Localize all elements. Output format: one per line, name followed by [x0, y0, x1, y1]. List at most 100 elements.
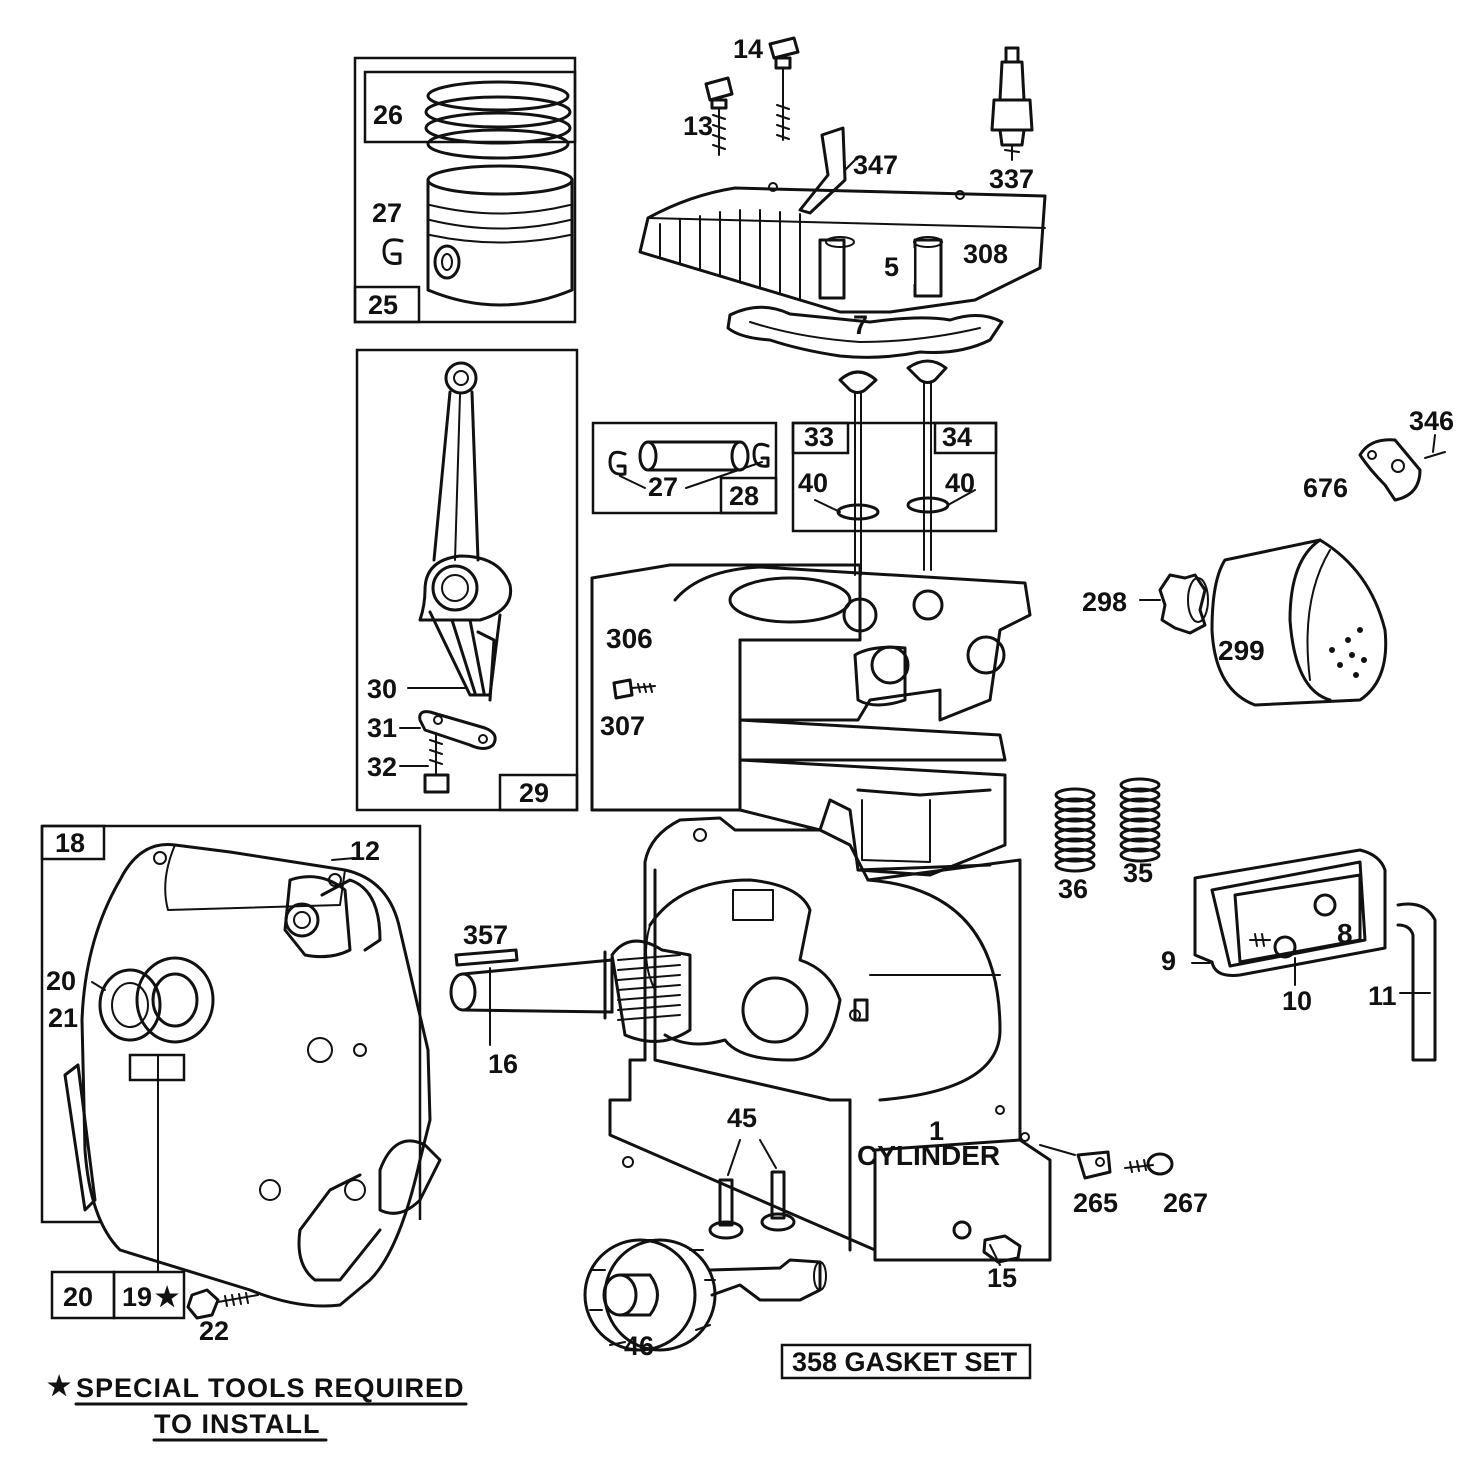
callout-9: 9: [1161, 946, 1176, 976]
callout-33: 33: [804, 422, 834, 452]
callout-308: 308: [963, 239, 1008, 269]
callout-46: 46: [624, 1331, 654, 1361]
cylinder-block-group: 1 CYLINDER 357 16 45 46 15 265 267: [449, 565, 1208, 1361]
spark-plug-icon: [990, 46, 1034, 161]
callout-36: 36: [1058, 874, 1088, 904]
callout-15: 15: [987, 1263, 1017, 1293]
crankcase-cover-group: 18 12 20 21 20 19 ★ 22: [40, 824, 442, 1346]
callout-265: 265: [1073, 1188, 1118, 1218]
retaining-clip-icon: [382, 238, 404, 265]
special-tools-note: ★ SPECIAL TOOLS REQUIRED TO INSTALL: [47, 1371, 468, 1442]
air-guide-group: 306 307: [590, 563, 862, 812]
drain-plug-15-icon: [982, 1234, 1022, 1264]
tappets-45-icon: [708, 1139, 796, 1240]
callout-346: 346: [1409, 406, 1454, 436]
muffler-icon: [1210, 538, 1388, 707]
screw-307-icon: [612, 678, 656, 700]
head-bolt-14-icon: [768, 36, 800, 141]
callout-45: 45: [727, 1103, 757, 1133]
bolt-22-icon: [186, 1288, 259, 1320]
piston-icon: [426, 164, 574, 307]
callout-5: 5: [884, 252, 899, 282]
rod-bolt-icon: [423, 732, 450, 794]
oil-seal-20-icon: [98, 968, 162, 1042]
gasket-set-text: 358 GASKET SET: [792, 1347, 1018, 1377]
callout-7: 7: [853, 310, 868, 340]
note-star: ★: [47, 1371, 72, 1401]
star-icon: ★: [155, 1282, 179, 1312]
cylinder-label: CYLINDER: [857, 1140, 1000, 1171]
callout-676: 676: [1303, 473, 1348, 503]
callout-267: 267: [1163, 1188, 1208, 1218]
callout-10: 10: [1282, 986, 1312, 1016]
callout-25: 25: [368, 290, 398, 320]
callout-16: 16: [488, 1049, 518, 1079]
connecting-rod-icon: [418, 361, 513, 702]
note-line-1: SPECIAL TOOLS REQUIRED: [76, 1373, 465, 1403]
callout-20: 20: [63, 1282, 93, 1312]
cylinder-head-group: 13 14 337 347 308 5 7: [638, 34, 1047, 359]
valve-springs-group: 36 35: [1054, 777, 1161, 904]
callout-8: 8: [1337, 918, 1353, 949]
key-357-icon: [454, 948, 519, 967]
callout-40-exhaust: 40: [945, 468, 975, 498]
callout-27: 27: [372, 198, 402, 228]
callout-347: 347: [853, 150, 898, 180]
valve-spring-35-icon: [1119, 777, 1161, 863]
callout-1: 1: [929, 1116, 944, 1146]
callout-21: 21: [48, 1003, 78, 1033]
callout-26: 26: [373, 100, 403, 130]
callout-22: 22: [199, 1316, 229, 1346]
bracket-265-icon: [1039, 1144, 1112, 1180]
callout-32: 32: [367, 752, 397, 782]
air-baffle-icon: [798, 126, 847, 215]
callout-13: 13: [683, 111, 713, 141]
piston-pin-icon: [638, 440, 750, 472]
callout-11: 11: [1368, 981, 1397, 1011]
breather-assembly-icon: [1193, 848, 1387, 977]
muffler-guard-676-icon: [1358, 438, 1422, 502]
intake-valve-icon: [836, 370, 880, 576]
cylinder-block-icon: [608, 565, 1052, 1262]
callout-298: 298: [1082, 587, 1127, 617]
muffler-group: 298 299 346 676: [1082, 406, 1454, 707]
bushing-19-icon: [135, 956, 215, 1044]
cylinder-head-icon: [638, 182, 1047, 314]
callout-40-intake: 40: [798, 468, 828, 498]
crankcase-cover-icon: [63, 842, 442, 1308]
callout-307: 307: [600, 711, 645, 741]
callout-20-seal: 20: [46, 966, 76, 996]
callout-31: 31: [367, 713, 397, 743]
breather-group: 8 9 10 11: [1161, 848, 1437, 1062]
callout-28: 28: [729, 481, 759, 511]
head-gasket-icon: [726, 305, 1004, 359]
crankshaft-icon: [449, 878, 842, 1062]
screw-346-icon: [1424, 434, 1446, 459]
callout-337: 337: [989, 164, 1034, 194]
callout-30: 30: [367, 674, 397, 704]
callout-14: 14: [733, 34, 763, 64]
callout-19: 19: [122, 1282, 152, 1312]
head-bolt-13-icon: [704, 76, 734, 156]
breather-tube-11-icon: [1396, 902, 1437, 1062]
valve-spring-36-icon: [1054, 787, 1096, 873]
camshaft-gear-icon: [583, 1238, 827, 1352]
gasket-set-label: 358 GASKET SET: [780, 1343, 1032, 1380]
callout-35: 35: [1123, 858, 1153, 888]
piston-pin-box: 27 28: [591, 421, 778, 515]
piston-rings-icon: [424, 80, 572, 160]
callout-306: 306: [606, 623, 653, 654]
bolt-267-icon: [1124, 1152, 1174, 1176]
lock-nut-298-icon: [1158, 573, 1209, 635]
callout-27-pin: 27: [648, 472, 678, 502]
connecting-rod-box: 30 31 32 29: [355, 348, 579, 812]
callout-299: 299: [1218, 635, 1265, 666]
callout-12: 12: [350, 836, 380, 866]
piston-assembly-box: 26 27 25: [353, 56, 577, 324]
note-line-2: TO INSTALL: [154, 1409, 321, 1439]
exhaust-valve-icon: [906, 359, 950, 571]
callout-18: 18: [55, 828, 85, 858]
callout-357: 357: [463, 920, 508, 950]
valves-group: 33 34 40 40: [791, 359, 998, 576]
